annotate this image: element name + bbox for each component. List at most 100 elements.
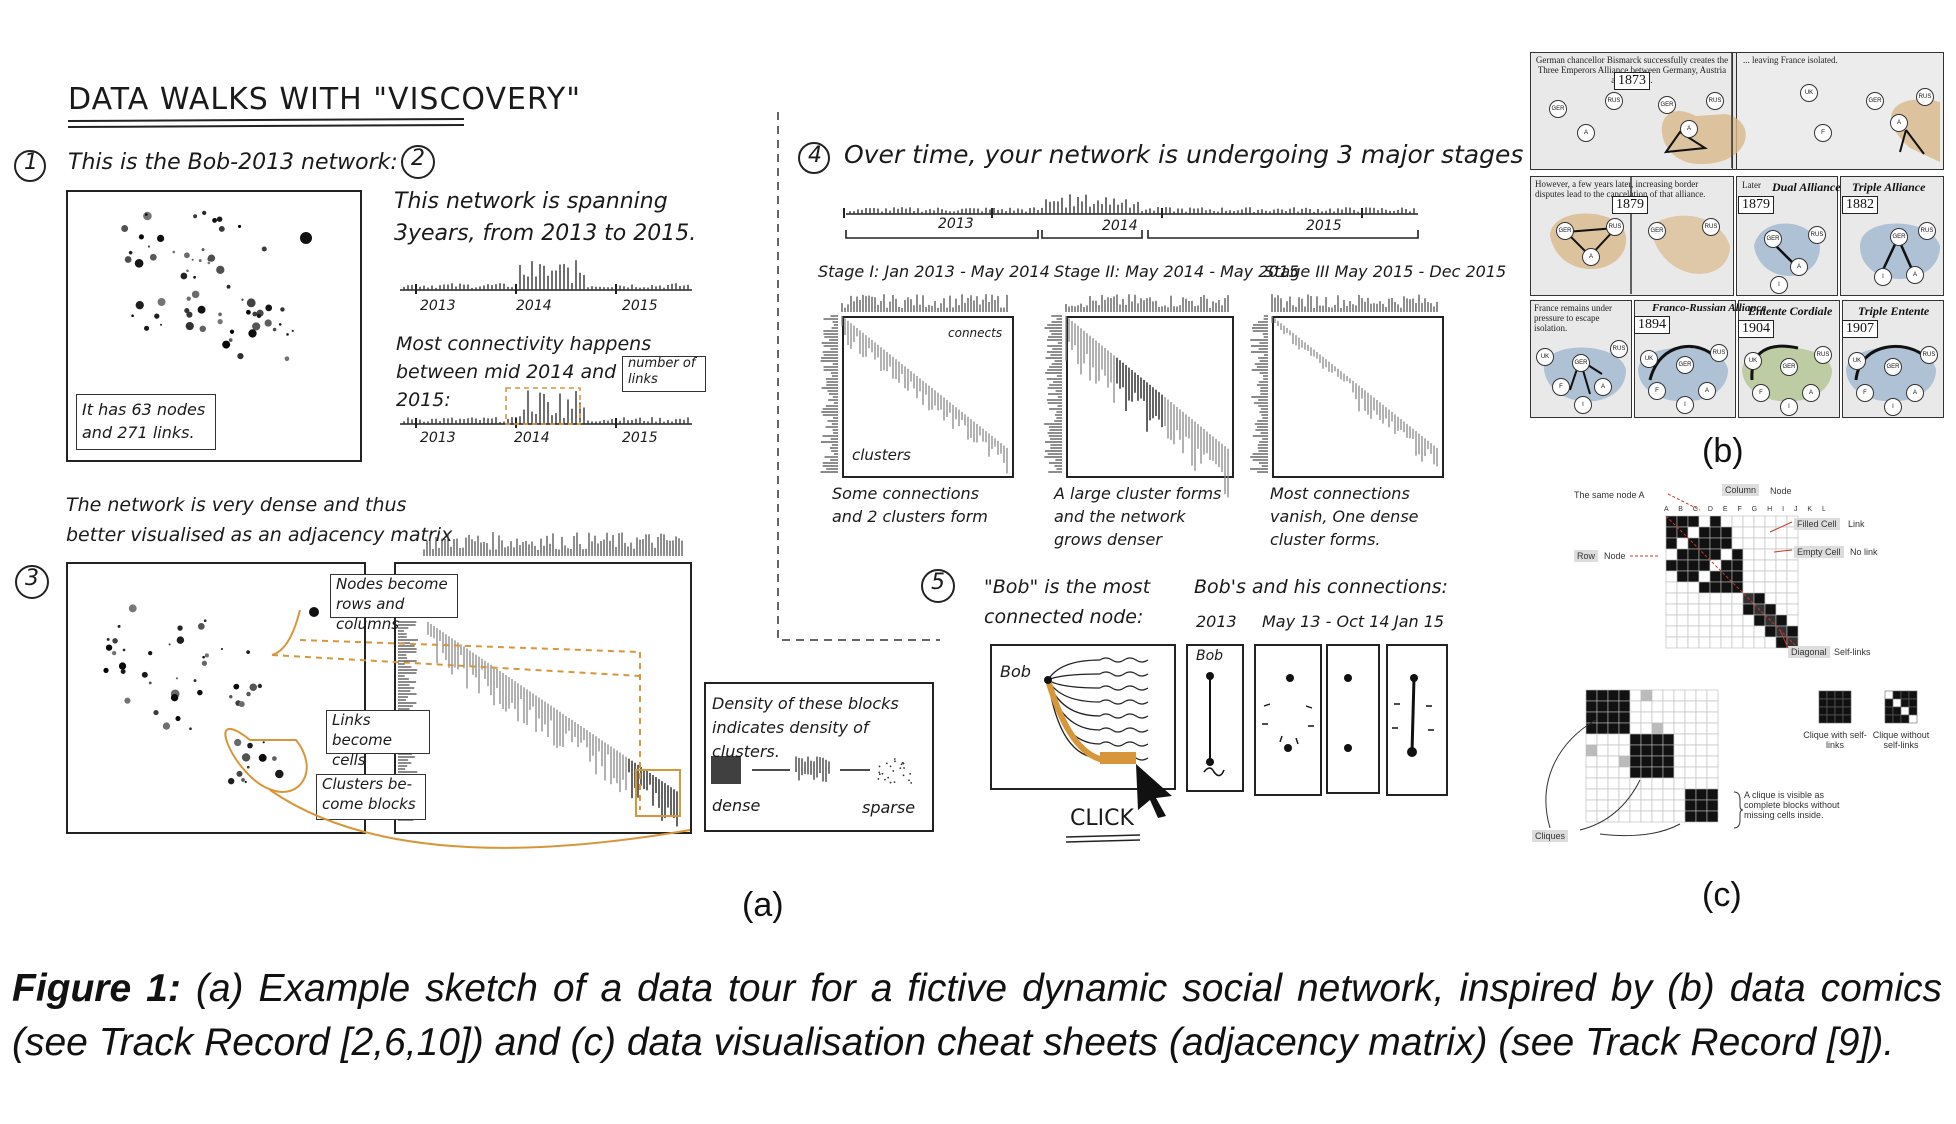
comic-2-year2: 1879 [1738,196,1774,214]
cursor-icon [1136,764,1172,818]
timeline-2-year-2014: 2014 [514,430,550,446]
clique-without-label: Clique without self-links [1872,730,1930,750]
cheat-matrix-pointers [1630,493,1793,649]
timeline-1-year-2014: 2014 [516,298,552,314]
clique-without-self [1884,690,1918,724]
density-text: Density of these blocks indicates densit… [712,694,899,761]
connects-note: connects [948,326,1003,340]
comic-3-year1: 1894 [1634,316,1670,334]
comic-2-later: Later [1742,180,1761,190]
step4-year-2013: 2013 [938,216,974,232]
nodes-note-text: It has 63 nodes and 271 links. [82,400,206,442]
bob-frames-marks [1203,672,1434,777]
caption-fig-label: Figure 1: [12,967,181,1010]
density-blocks [711,756,913,784]
step1-number: 1 [24,150,38,175]
label-a: (a) [742,886,784,924]
filled-cell-tag: Filled Cell [1794,518,1840,530]
comic-1-right-text: ... leaving France isolated. [1743,55,1838,65]
comic-2-year1: 1879 [1612,196,1648,214]
dense-label: dense [712,796,761,815]
link-tag: Link [1848,519,1865,529]
node-uk-3: UK [1800,84,1818,102]
label-c: (c) [1702,876,1742,914]
node-uk-9: UK [1640,350,1658,368]
comic-3-1-text: France remains under pressure to escape … [1534,303,1612,333]
node-i-11: I [1884,398,1902,416]
node-i-6: I [1770,276,1788,294]
stage2-matrix [1066,316,1234,478]
comic-3-entente: Entente Cordiale [1748,304,1833,318]
node-a-6: A [1790,258,1808,276]
stage3-matrix-marks [1250,294,1438,473]
comic-3-year2: 1904 [1738,320,1774,338]
clique-with-self [1818,690,1852,724]
node-f-9: F [1648,382,1666,400]
comic-2-1-text: However, a few years later, increasing b… [1535,179,1706,199]
comic-2-year3: 1882 [1842,196,1878,214]
bob-network [1044,657,1149,764]
nodes-become-text: Nodes become rows and columns [336,575,448,633]
node-tag-col: Node [1770,486,1792,496]
node-uk-11: UK [1848,352,1866,370]
node-rus-10: RUS [1814,346,1832,364]
clique-matrix [1585,689,1719,823]
cheat-matrix [1665,515,1799,649]
node-rus-7: RUS [1918,222,1936,240]
node-f-11: F [1856,384,1874,402]
node-a-9: A [1698,382,1716,400]
step4-dashed-frame [777,112,940,641]
number-of-links-box [622,356,706,392]
comic-3-fr-alliance: Franco-Russian Alliance [1652,302,1767,314]
cliques-tag: Cliques [1532,830,1569,842]
node-rus-1: RUS [1605,92,1623,110]
col-letters: A B C D E F G H I J K L [1664,506,1830,513]
comic-3-year3: 1907 [1842,320,1878,338]
diagonal-tag: Diagonal [1788,646,1830,658]
node-uk-8: UK [1536,348,1554,366]
timeline-1-year-2013: 2013 [420,298,456,314]
links-become-text: Links become cells [332,711,393,769]
node-ger-4: GER [1556,222,1574,240]
click-underline [1065,834,1141,843]
sparse-label: sparse [862,798,916,817]
timeline-1-year-2015: 2015 [622,298,658,314]
stage2-note: A large cluster forms and the network gr… [1054,484,1222,549]
comic-2-dual: Dual Alliance [1772,180,1841,194]
comic-row1-maps [1661,52,1940,168]
timeline-2-year-2015: 2015 [622,430,658,446]
clique-with-label: Clique with self-links [1803,730,1867,750]
comic-2-triple: Triple Alliance [1852,180,1926,194]
step4-text: Over time, your network is undergoing 3 … [844,140,1524,169]
bob-frame-1 [1186,644,1244,792]
node-i-8: I [1574,396,1592,414]
node-rus-2: RUS [1706,92,1724,110]
stage2-label: Stage II: May 2014 - May 2015 [1054,262,1299,281]
stage1-matrix-marks [820,294,1008,474]
connectivity-text: Most connectivity happens between mid 20… [396,333,670,411]
node-ger-3: GER [1866,92,1884,110]
node-ger-2: GER [1658,96,1676,114]
step4-number: 4 [808,143,822,168]
step5-number: 5 [931,570,945,595]
clique-note: A clique is visible as complete blocks w… [1744,790,1840,820]
links-become-box [326,710,430,754]
node-a-3: A [1890,114,1908,132]
node-rus-4: RUS [1606,218,1624,236]
bob-date-2013: 2013 [1196,612,1237,631]
step3-circle [15,565,49,599]
nodes-note [76,394,216,450]
timeline-2 [400,387,692,428]
node-a-8: A [1594,378,1612,396]
number-of-links-text: number of links [628,356,696,387]
node-rus-11: RUS [1920,346,1938,364]
bob-frame-4 [1386,644,1448,796]
node-f-8: F [1552,378,1570,396]
density-box [704,682,934,832]
step5-circle [921,569,955,603]
bob-label: Bob [1000,662,1031,681]
clusters-become-text: Clusters be-come blocks [322,775,416,813]
stage1-matrix [842,316,1014,478]
step4-timeline [843,194,1419,239]
node-a-7: A [1906,266,1924,284]
